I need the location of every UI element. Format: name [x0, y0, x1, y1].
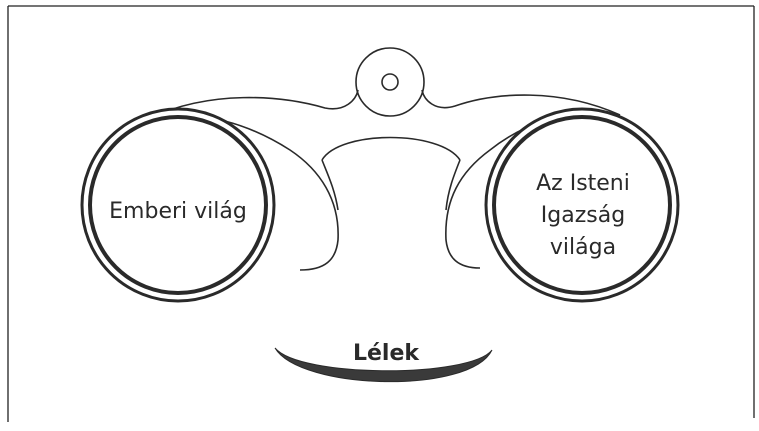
page-border: [7, 5, 755, 422]
right-lens-label-line-3: világa: [550, 235, 616, 260]
left-lens: Emberi világ: [80, 107, 276, 303]
right-lens: Az Isteni Igazság világa: [484, 107, 680, 303]
hinge-inner-circle: [381, 73, 399, 91]
right-lens-label-line-2: Igazság: [541, 203, 625, 228]
hinge-circle: [355, 47, 425, 117]
soul-arc: Lélek: [274, 341, 493, 383]
left-lens-label: Emberi világ: [109, 199, 247, 224]
right-lens-label-line-1: Az Isteni: [536, 171, 630, 196]
soul-label: Lélek: [353, 341, 420, 366]
